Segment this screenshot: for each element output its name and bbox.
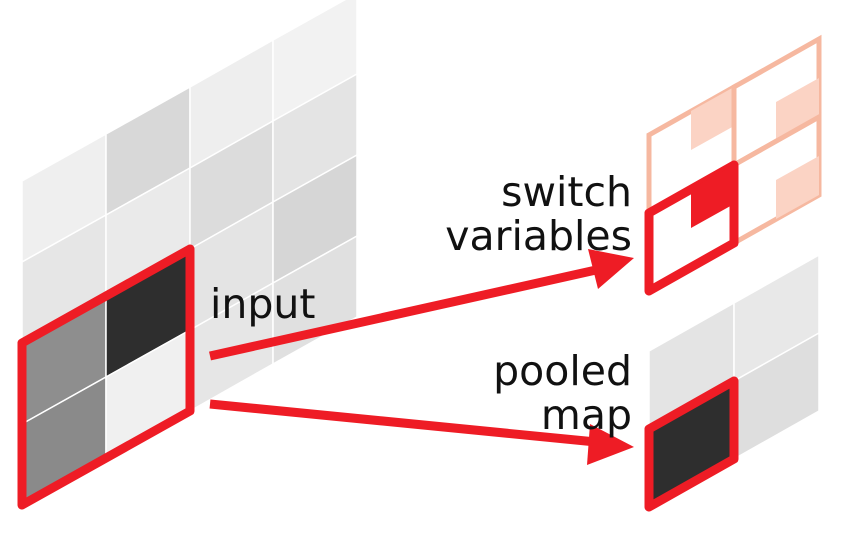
input-feature-map [21, 0, 358, 507]
switch-block-active-cell [691, 165, 734, 228]
arrow-to-switch-head [588, 249, 634, 289]
switch-block-bottom-left [644, 160, 739, 296]
arrows [209, 249, 634, 465]
pooled-map [648, 253, 820, 509]
pooled-map-label-line-1: pooled [493, 347, 632, 395]
arrow-to-pooled-head [587, 424, 634, 465]
arrow-to-pooled-line [209, 399, 597, 447]
switch-variables-label-line-1: switch [501, 168, 632, 216]
pooled-map-label-line-2: map [540, 391, 632, 439]
switch-variables-label-line-2: variables [445, 212, 632, 260]
pooled-highlight-window [644, 376, 739, 512]
switch-block-active-cell [776, 78, 819, 141]
switch-block-active-cell [691, 87, 734, 150]
switch-variables-map [644, 34, 822, 296]
switch-variables-label: switch variables [445, 170, 632, 258]
arrow-to-switch-line [209, 265, 597, 361]
input-label: input [210, 280, 316, 328]
switch-block-active-cell [776, 156, 819, 219]
input-pool-window [17, 244, 195, 510]
pooled-map-label: pooled map [493, 349, 632, 437]
input-cell-r3-c3 [272, 234, 358, 366]
